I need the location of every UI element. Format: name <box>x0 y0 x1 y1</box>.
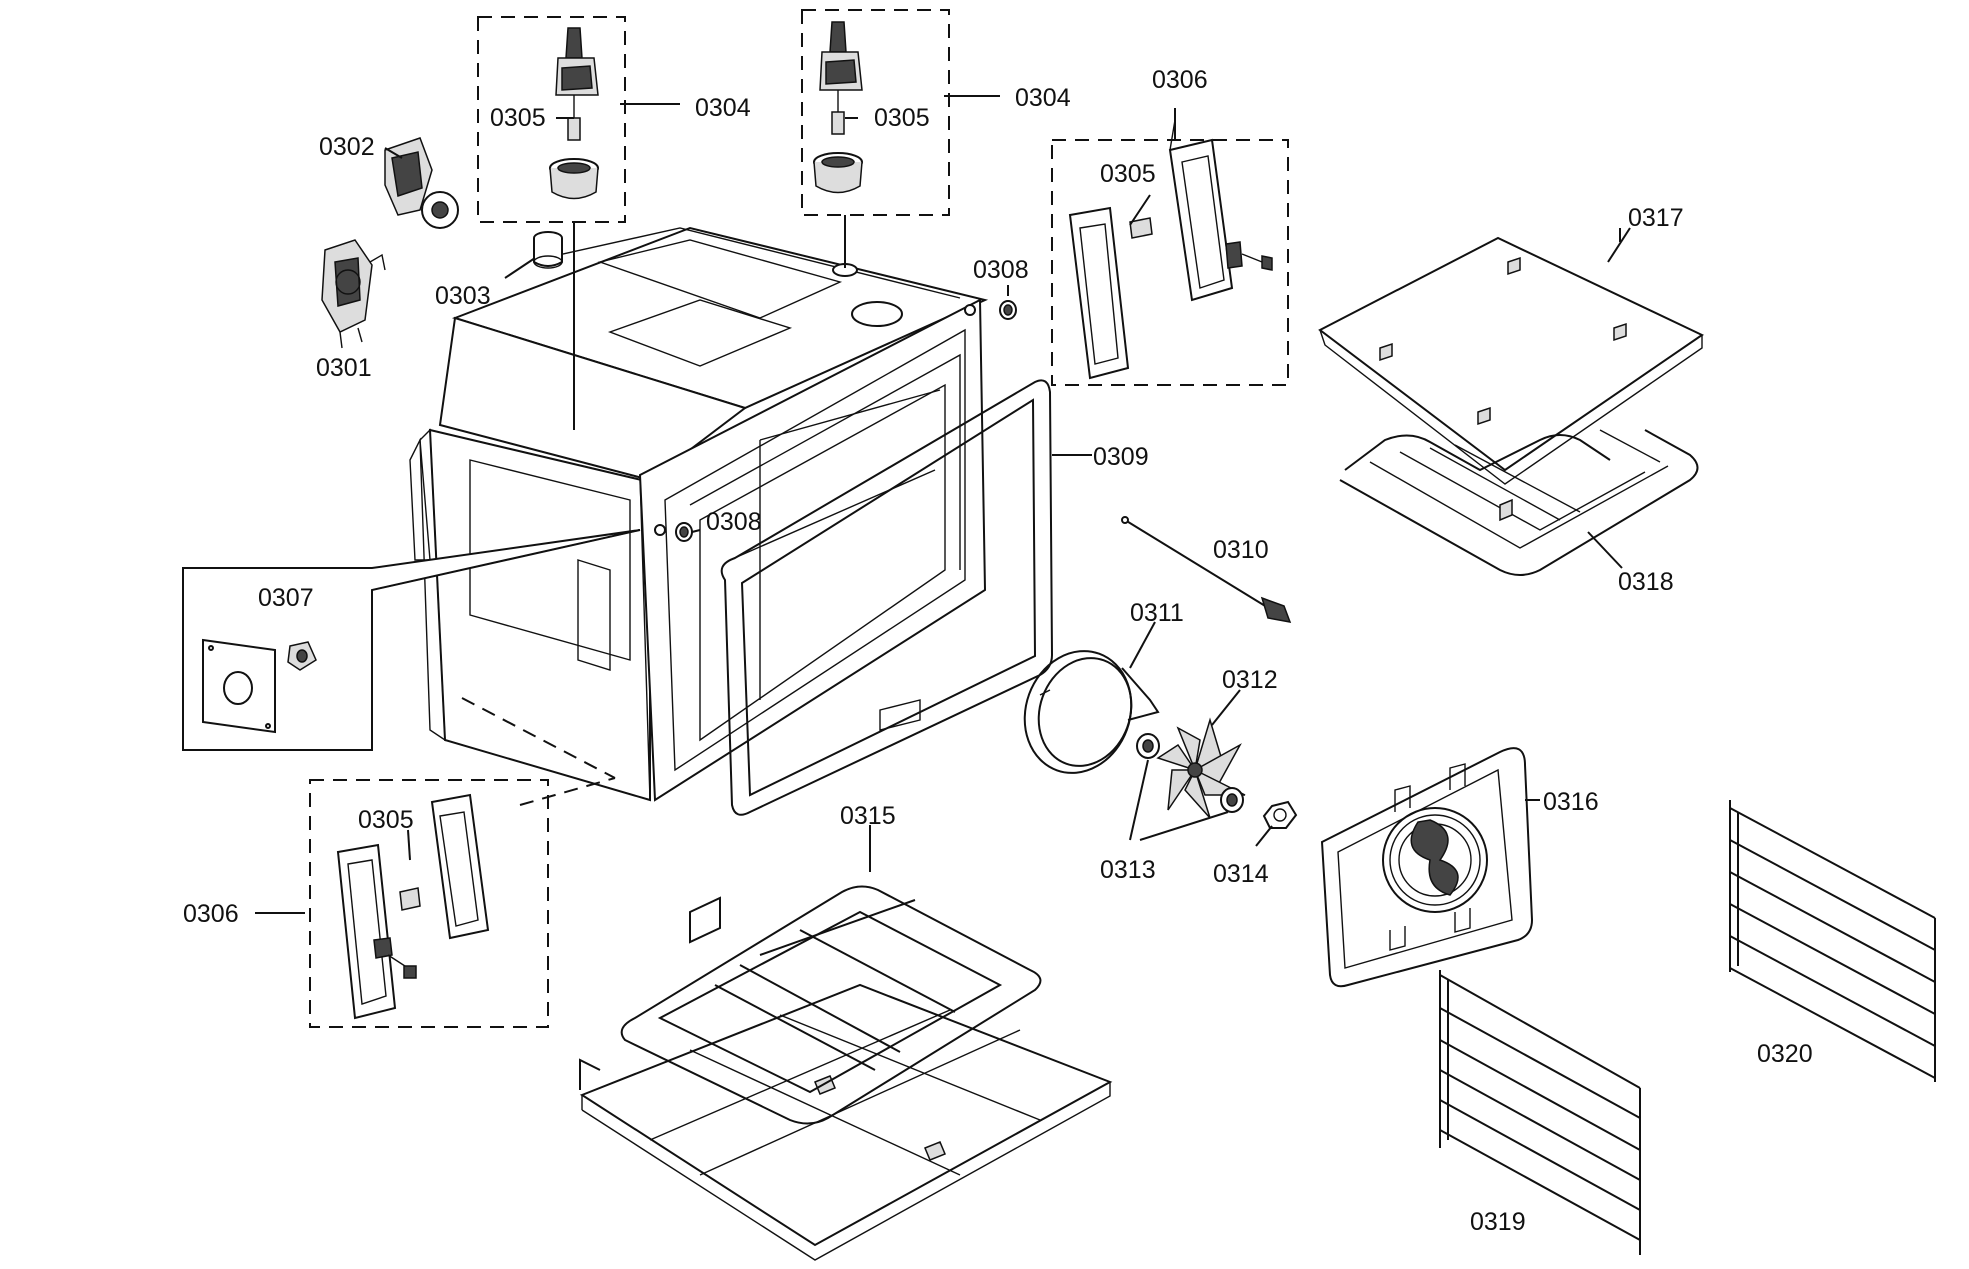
part-0319-rack <box>1439 970 1641 1255</box>
label-0313: 0313 <box>1100 856 1156 884</box>
part-0307-cover <box>202 638 317 734</box>
side-lamp-box-lower <box>309 779 549 1028</box>
lamp-assembly-box-right <box>801 9 950 216</box>
label-0309: 0309 <box>1093 443 1149 471</box>
part-0317-top-plate <box>1318 236 1704 485</box>
oven-cavity <box>409 226 989 802</box>
side-lamp-upper <box>1068 119 1273 380</box>
label-0316: 0316 <box>1543 788 1599 816</box>
label-0305-c: 0305 <box>1100 160 1156 188</box>
part-0301-motor <box>321 239 386 349</box>
label-0304-right: 0304 <box>1015 84 1071 112</box>
part-0318-top-element <box>1339 429 1699 576</box>
label-0319: 0319 <box>1470 1208 1526 1236</box>
label-0312: 0312 <box>1222 666 1278 694</box>
lamp-assembly-right <box>813 21 863 194</box>
label-0318: 0318 <box>1618 568 1674 596</box>
part-0314-nut <box>1262 800 1298 829</box>
side-lamp-lower <box>336 793 490 1020</box>
label-0310: 0310 <box>1213 536 1269 564</box>
lamp-assembly-box-left <box>477 16 626 223</box>
part-0320-rack <box>1729 800 1936 1082</box>
label-0304-left: 0304 <box>695 94 751 122</box>
part-0315-bottom-assembly <box>579 885 1113 1261</box>
label-0311: 0311 <box>1130 599 1184 627</box>
part-0302-timer <box>384 137 459 229</box>
part-0308-upper <box>999 300 1017 320</box>
side-lamp-box-upper <box>1051 139 1289 386</box>
label-0308-lower: 0308 <box>706 508 762 536</box>
label-0305-b: 0305 <box>874 104 930 132</box>
label-0306-lower: 0306 <box>183 900 239 928</box>
label-0307: 0307 <box>258 584 314 612</box>
label-0302: 0302 <box>319 133 375 161</box>
label-0308-upper: 0308 <box>973 256 1029 284</box>
door-seal <box>720 379 1054 816</box>
label-0320: 0320 <box>1757 1040 1813 1068</box>
label-0315: 0315 <box>840 802 896 830</box>
part-0310-probe <box>1121 516 1292 623</box>
label-0305-a: 0305 <box>490 104 546 132</box>
part-0308-lower <box>675 522 693 542</box>
label-0317: 0317 <box>1628 204 1684 232</box>
part-0311-ring-element <box>1023 650 1160 774</box>
label-0301: 0301 <box>316 354 372 382</box>
label-0305-d: 0305 <box>358 806 414 834</box>
label-0303: 0303 <box>435 282 491 310</box>
label-0306-upper: 0306 <box>1152 66 1208 94</box>
label-0314: 0314 <box>1213 860 1269 888</box>
part-0313-nuts <box>1136 733 1244 813</box>
lamp-assembly-left <box>549 27 599 200</box>
part-0303-sleeve <box>533 231 563 269</box>
part-0316-rear-panel <box>1320 747 1534 988</box>
